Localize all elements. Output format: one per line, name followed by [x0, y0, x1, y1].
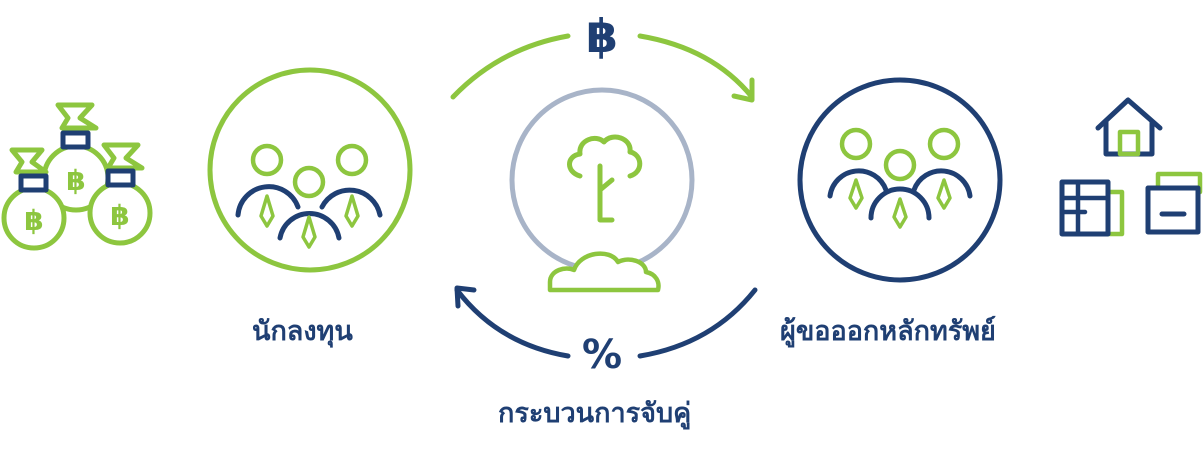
- money-bag-symbol: ฿: [66, 164, 85, 197]
- money-bag-symbol: ฿: [24, 204, 43, 237]
- money-symbol: ฿: [586, 9, 618, 63]
- matching-process-label: กระบวนการจับคู่: [498, 398, 692, 429]
- growing-tree-icon: [509, 87, 695, 293]
- issuer-label: ผู้ขอออกหลักทรัพย์: [780, 316, 996, 347]
- return-flow-arrow-icon: [454, 285, 758, 359]
- percent-symbol: %: [582, 332, 622, 378]
- investor-group-icon: [207, 67, 413, 273]
- money-flow-arrow-icon: [450, 33, 755, 103]
- assets-icon: [1059, 97, 1203, 237]
- investor-label: นักลงทุน: [252, 316, 353, 347]
- money-bags-icon: [1, 102, 153, 251]
- money-bag-symbol: ฿: [110, 199, 129, 232]
- issuer-group-icon: [797, 77, 1003, 283]
